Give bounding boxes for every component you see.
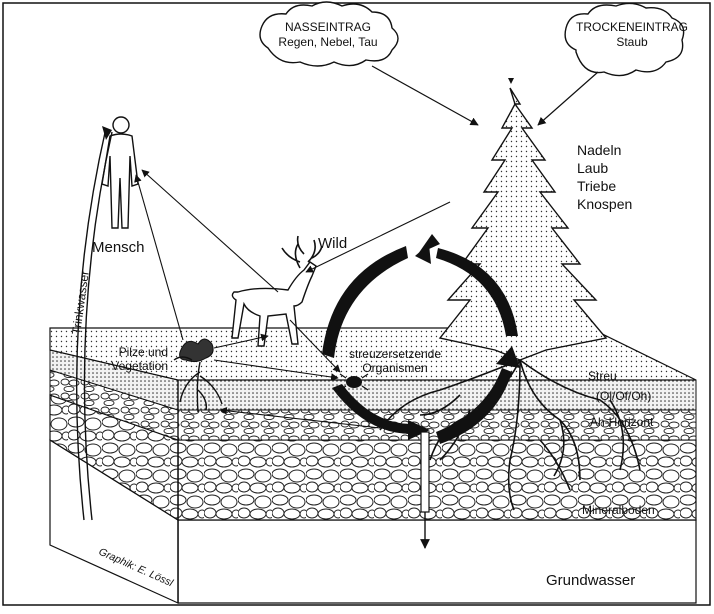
cloud-dry-deposition: TROCKENEINTRAG Staub (565, 3, 688, 75)
decomposers-label-1: streuzersetzende (349, 347, 441, 361)
litter-label: Streu (588, 369, 617, 383)
fungi-label-2: Vegetation (111, 359, 168, 373)
tree-part-shoots: Triebe (577, 178, 616, 194)
arrow-game-to-human (142, 170, 278, 292)
dry-deposition-arrow (538, 72, 598, 125)
cloud-dry-title: TROCKENEINTRAG (576, 20, 688, 34)
groundwater-face (178, 520, 696, 603)
game-label: Wild (318, 235, 347, 252)
tree-part-needles: Nadeln (577, 142, 621, 158)
organic-layers-label: (Ol/Of/Oh) (596, 389, 651, 403)
drinking-water-label: Trinkwasser (69, 270, 92, 336)
fungi-label-1: Pilze und (119, 345, 168, 359)
wet-deposition-arrow (372, 66, 478, 125)
cloud-wet-deposition: NASSEINTRAG Regen, Nebel, Tau (260, 2, 398, 66)
mineral-soil-label: Mineralboden (582, 503, 655, 517)
cloud-dry-subtitle: Staub (616, 35, 648, 49)
tree-part-buds: Knospen (577, 196, 632, 212)
tree-part-leaves: Laub (577, 160, 608, 176)
ah-horizon-label: Ah-Horizont (590, 415, 654, 429)
cloud-wet-title: NASSEINTRAG (285, 20, 371, 34)
human-label: Mensch (92, 239, 145, 256)
decomposers-label-2: Organismen (362, 361, 427, 375)
groundwater-label: Grundwasser (546, 572, 635, 589)
spruce-tree (440, 78, 606, 360)
tree-crown (440, 88, 606, 360)
cloud-wet-subtitle: Regen, Nebel, Tau (278, 35, 377, 49)
